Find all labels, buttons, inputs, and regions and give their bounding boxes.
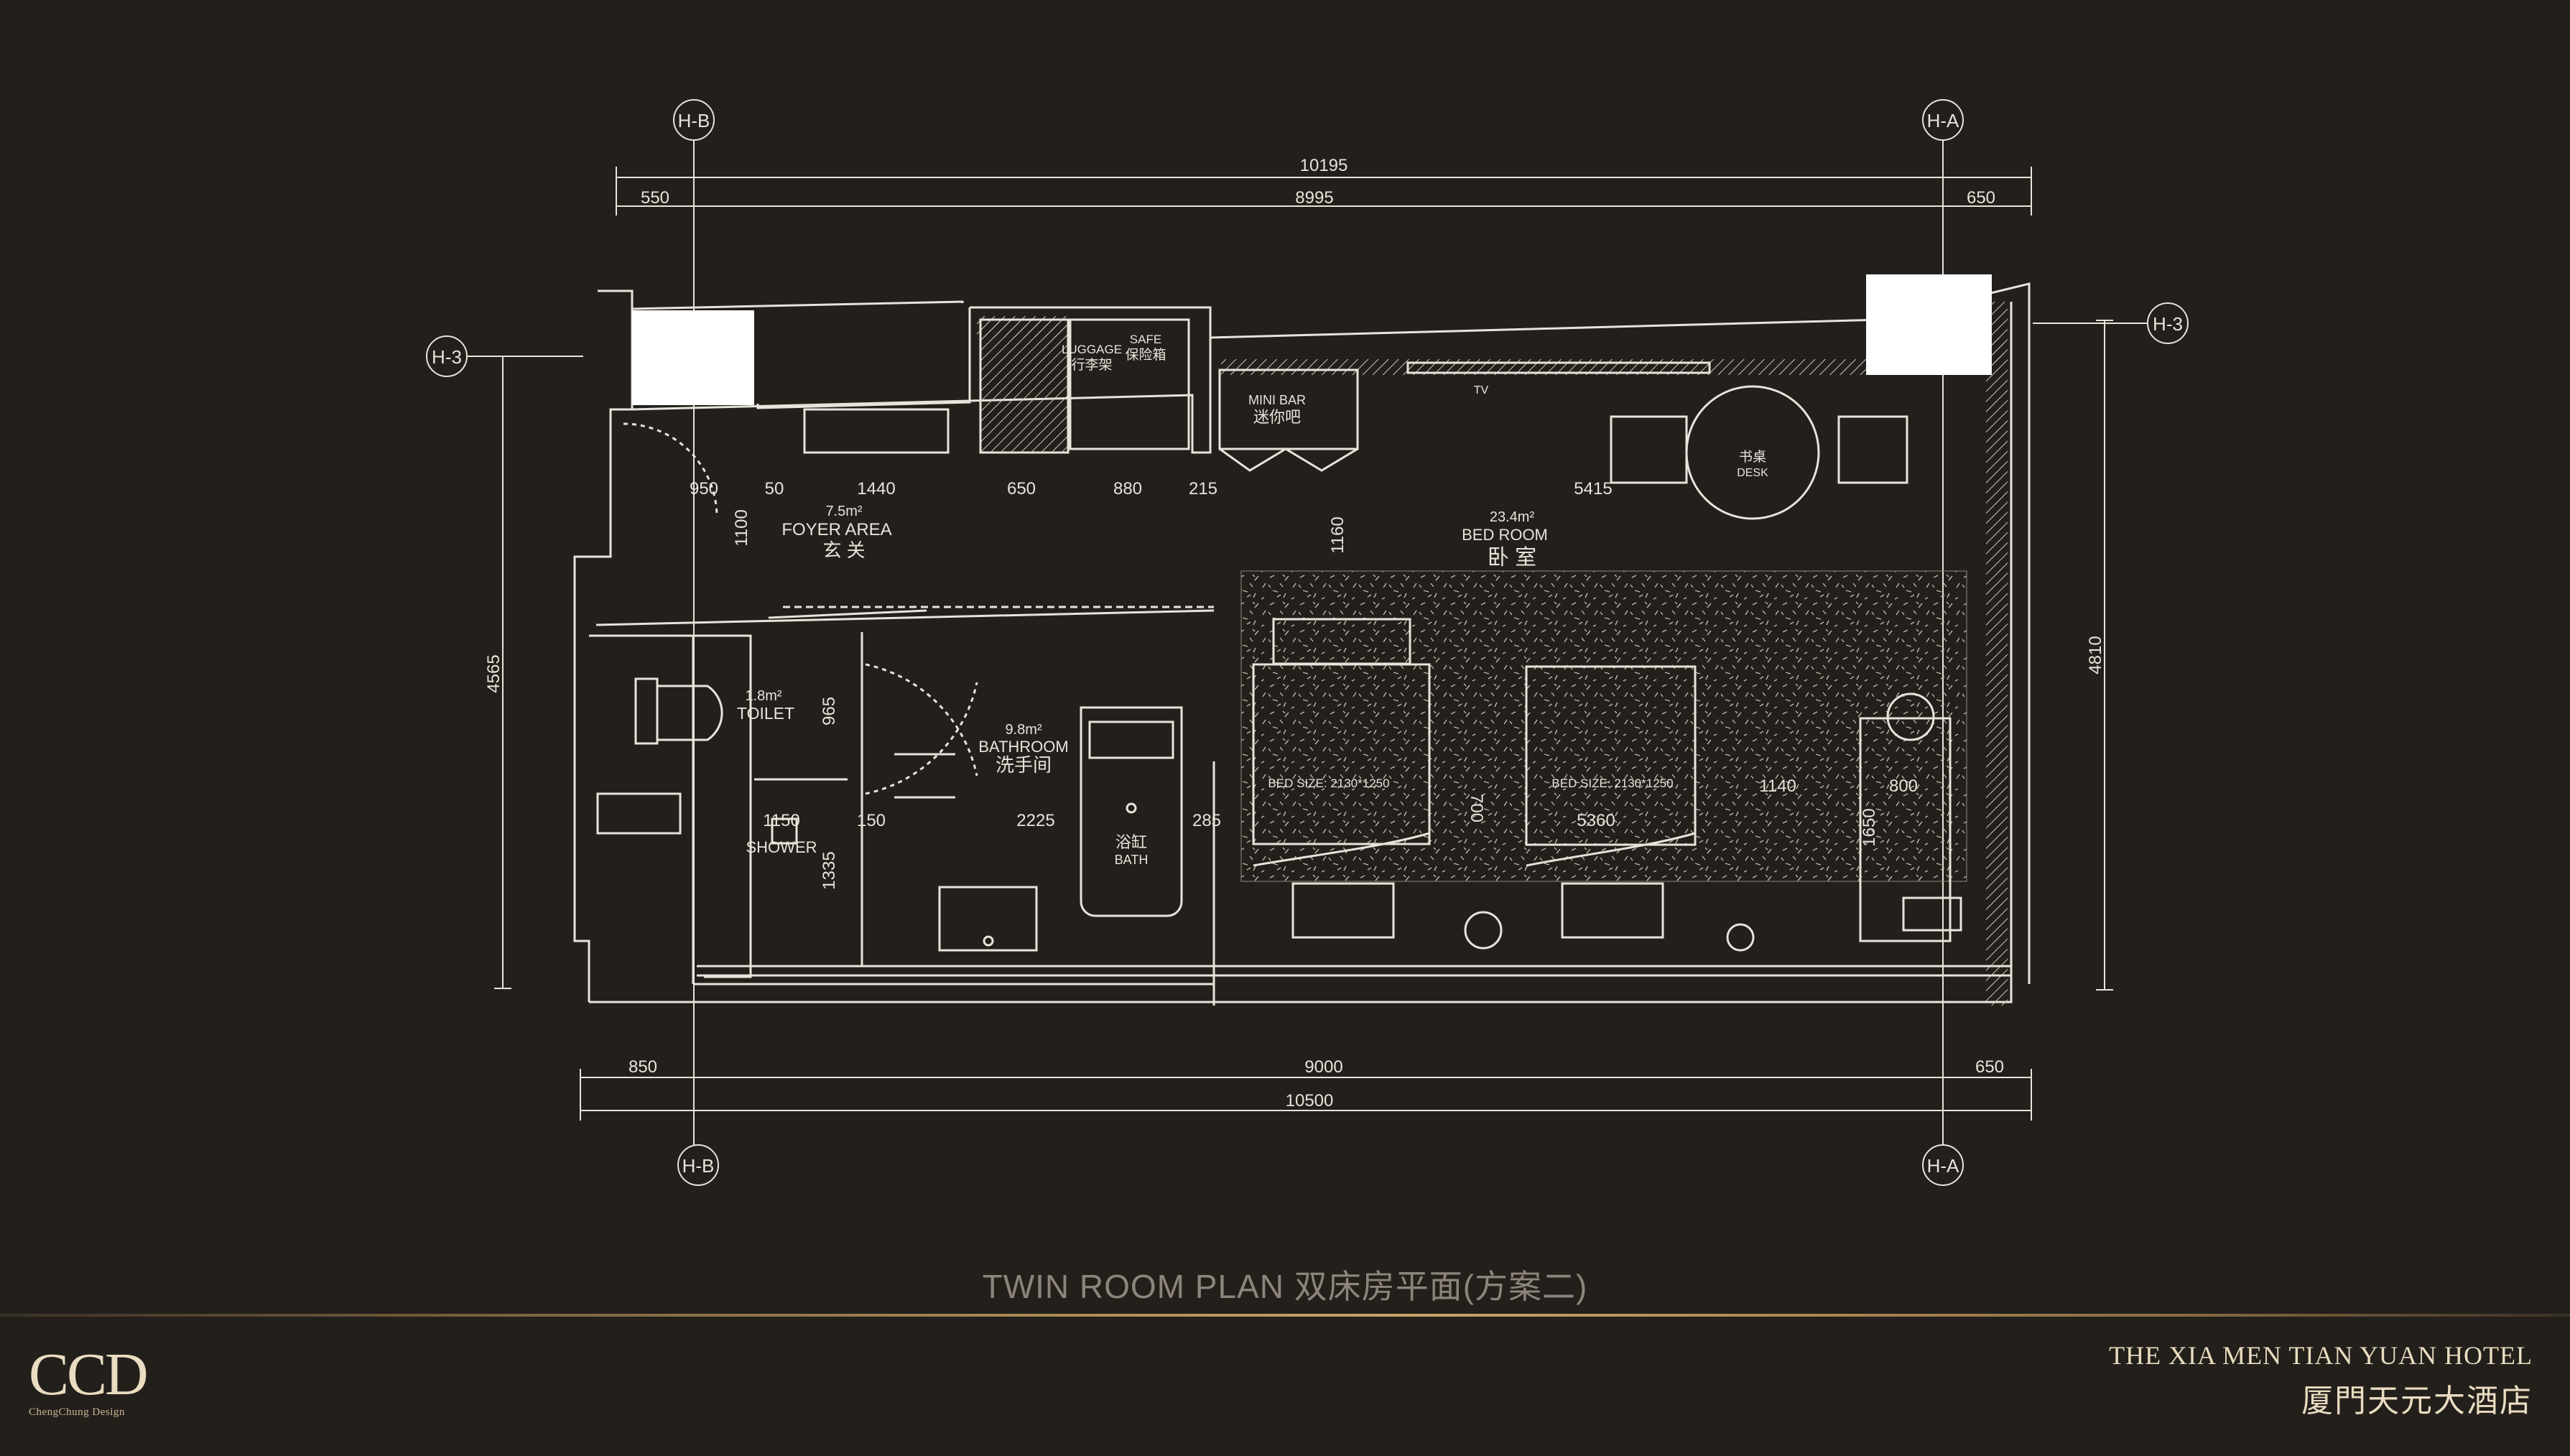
bathroom-label-cn: 洗手间	[996, 754, 1052, 776]
grid-label-hb: H-B	[678, 110, 710, 131]
bathroom-area-value: 9.8m²	[1005, 722, 1042, 738]
logo-main-text: CCD	[29, 1341, 149, 1408]
dim-inner: 800	[1889, 776, 1918, 796]
bed-size-label: BED SIZE: 2130*1250	[1268, 776, 1389, 790]
dim-inner: 1440	[857, 479, 895, 499]
column-block	[632, 310, 754, 405]
column-block	[1866, 274, 1992, 375]
grid-label-h3: H-3	[2153, 313, 2183, 335]
desk-label-en: DESK	[1737, 467, 1768, 479]
grid-label-hb: H-B	[682, 1155, 715, 1177]
shower-label: SHOWER	[746, 838, 817, 856]
toilet-area-value: 1.8m²	[745, 688, 781, 704]
plan-caption: TWIN ROOM PLAN 双床房平面(方案二)	[982, 1268, 1588, 1305]
logo-sub-text: ChengChung Design	[29, 1406, 125, 1418]
floor-plan-drawing: H-B H-A H-B H-A H-3 H-3 10195 550 8995 6…	[426, 99, 2189, 1186]
hotel-name-block: THE XIA MEN TIAN YUAN HOTEL 厦門天元大酒店	[2109, 1340, 2533, 1421]
hotel-name-en: THE XIA MEN TIAN YUAN HOTEL	[2109, 1341, 2533, 1370]
gold-divider	[0, 1314, 2570, 1317]
dim-inner: 1150	[763, 811, 800, 830]
hotel-name-cn: 厦門天元大酒店	[2301, 1383, 2533, 1419]
grid-labels: H-B H-A H-B H-A H-3 H-3	[432, 110, 2183, 1177]
dim-right-side: 4810	[2086, 636, 2105, 674]
dim-left-side: 4565	[484, 654, 504, 692]
foyer-area-value: 7.5m²	[825, 504, 862, 519]
minibar-label-cn: 迷你吧	[1253, 408, 1301, 426]
dim-inner: 1335	[820, 851, 839, 889]
foyer-label-en: FOYER AREA	[781, 520, 891, 539]
bedroom-label-cn: 卧 室	[1488, 546, 1536, 570]
dimension-labels: 10195 550 8995 650 850 9000 650 10500 45…	[484, 156, 2105, 1110]
foyer-label-cn: 玄 关	[822, 539, 865, 561]
dim-inner: 285	[1192, 811, 1221, 830]
dim-inner: 1100	[732, 509, 751, 547]
dim-bottom-left: 850	[628, 1057, 657, 1077]
room-labels: 7.5m² FOYER AREA 玄 关 1.8m² TOILET 9.8m² …	[737, 333, 1768, 867]
dim-inner: 5415	[1574, 479, 1612, 499]
carpet-area	[1240, 570, 1967, 882]
minibar-label-en: MINI BAR	[1248, 393, 1306, 407]
dim-inner: 150	[857, 811, 886, 830]
dim-inner: 2225	[1016, 811, 1054, 830]
dim-inner: 215	[1189, 479, 1217, 499]
dim-bottom-middle: 9000	[1304, 1057, 1342, 1077]
luggage-label-en: LUGGAGE	[1062, 343, 1122, 356]
dim-inner: 880	[1113, 479, 1142, 499]
dim-bottom-overall: 10500	[1286, 1091, 1334, 1110]
dim-inner: 5360	[1577, 811, 1615, 830]
ccd-logo: CCD ChengChung Design	[29, 1341, 149, 1419]
dim-top-middle: 8995	[1295, 188, 1333, 208]
dim-inner: 965	[820, 697, 839, 725]
luggage-label-cn: 行李架	[1071, 357, 1112, 373]
grid-label-ha: H-A	[1927, 110, 1959, 131]
safe-label-en: SAFE	[1130, 333, 1161, 346]
grid-label-h3: H-3	[432, 346, 462, 368]
dim-inner: 950	[690, 479, 718, 499]
bed-size-label: BED SIZE: 2130*1250	[1551, 776, 1673, 790]
furniture	[596, 318, 1962, 952]
grid-label-ha: H-A	[1927, 1155, 1959, 1177]
safe-label-cn: 保险箱	[1125, 347, 1166, 363]
dim-top-left: 550	[641, 188, 669, 208]
dim-inner: 700	[1467, 794, 1486, 822]
dimension-lines	[494, 167, 2113, 1121]
tv-label: TV	[1474, 384, 1489, 397]
dim-top-right: 650	[1967, 188, 1995, 208]
bathtub-label-en: BATH	[1115, 853, 1149, 867]
dim-top-overall: 10195	[1300, 156, 1348, 175]
dim-inner: 1160	[1328, 516, 1347, 554]
dim-bottom-right: 650	[1975, 1057, 2004, 1077]
bedroom-area-value: 23.4m²	[1490, 509, 1535, 525]
bathroom-label-en: BATHROOM	[978, 738, 1068, 756]
dim-inner: 1650	[1860, 808, 1879, 846]
bathtub-label-cn: 浴缸	[1115, 833, 1147, 851]
dim-inner: 1140	[1759, 776, 1796, 796]
bedroom-label-en: BED ROOM	[1462, 526, 1548, 544]
dim-inner: 650	[1007, 479, 1036, 499]
dim-inner: 50	[765, 479, 784, 499]
desk-label-cn: 书桌	[1739, 449, 1766, 465]
toilet-label-en: TOILET	[737, 704, 794, 723]
